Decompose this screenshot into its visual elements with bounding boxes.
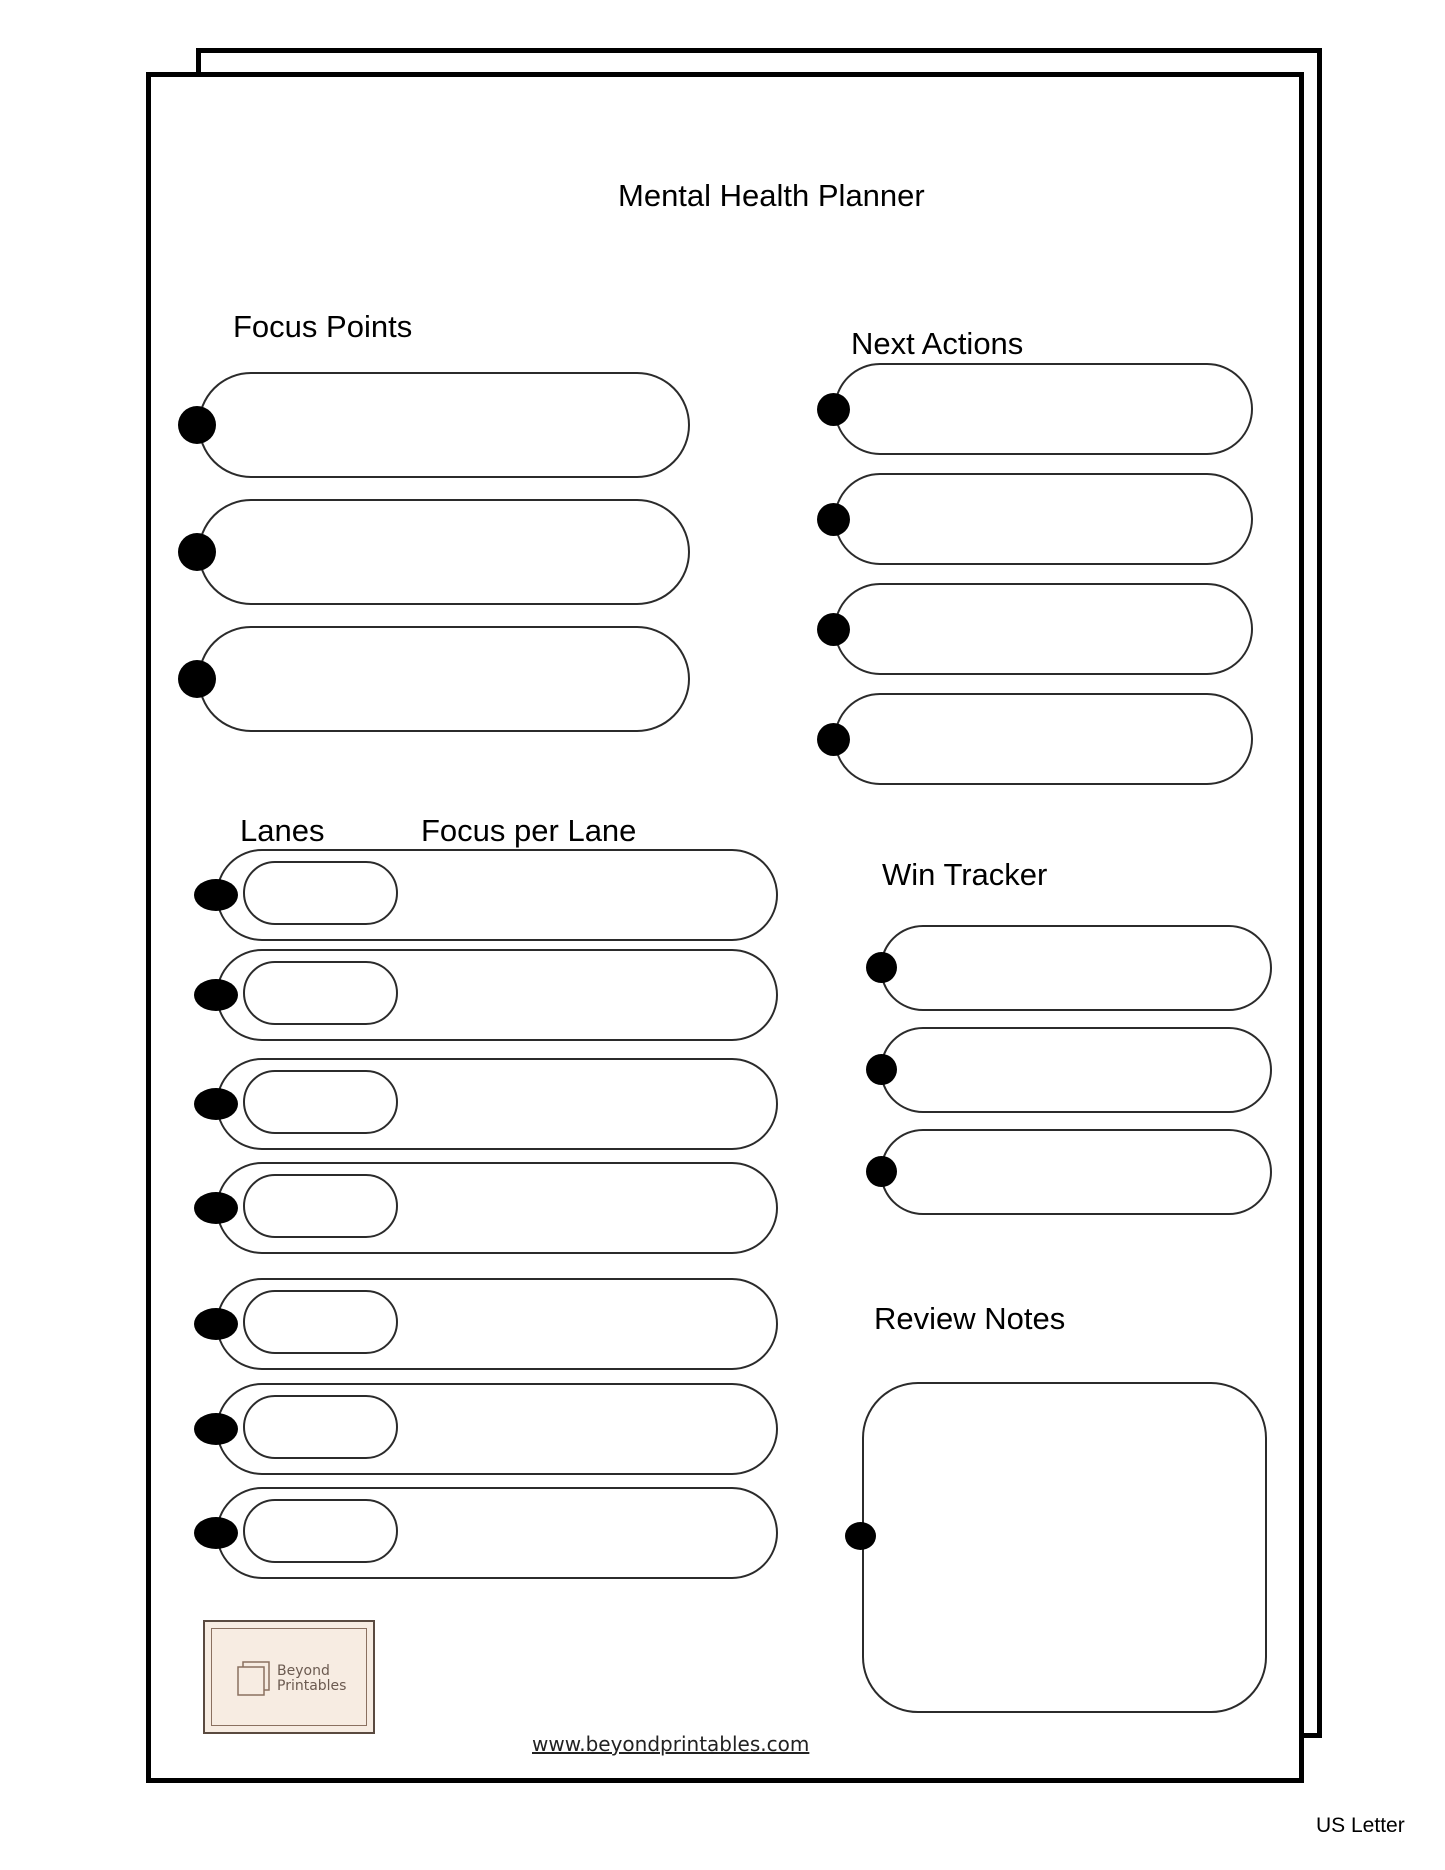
bullet-dot xyxy=(866,1156,897,1187)
next-action-field-4[interactable] xyxy=(834,693,1253,785)
bullet-dot xyxy=(178,660,216,698)
logo-wordmark: Beyond Printables xyxy=(277,1664,346,1694)
next-action-field-1[interactable] xyxy=(834,363,1253,455)
bullet-dot xyxy=(194,1192,238,1224)
lanes-heading: Lanes xyxy=(240,813,325,848)
bullet-dot xyxy=(194,879,238,911)
lane-name-field-1[interactable] xyxy=(243,861,398,925)
win-tracker-heading: Win Tracker xyxy=(882,857,1048,892)
bullet-dot xyxy=(194,1308,238,1340)
logo-border xyxy=(211,1628,367,1726)
focus-point-field-3[interactable] xyxy=(198,626,690,732)
logo-line-1: Beyond xyxy=(277,1663,330,1679)
bullet-dot xyxy=(845,1522,876,1550)
bullet-dot xyxy=(866,1054,897,1085)
logo-line-2: Printables xyxy=(277,1678,347,1694)
bullet-dot xyxy=(194,1088,238,1120)
focus-point-field-2[interactable] xyxy=(198,499,690,605)
pages-icon xyxy=(237,1661,270,1696)
lane-name-field-3[interactable] xyxy=(243,1070,398,1134)
review-notes-box[interactable] xyxy=(862,1382,1267,1713)
bullet-dot xyxy=(817,613,850,646)
lane-name-field-5[interactable] xyxy=(243,1290,398,1354)
bullet-dot xyxy=(194,1413,238,1445)
focus-points-heading: Focus Points xyxy=(233,309,413,344)
win-field-2[interactable] xyxy=(880,1027,1272,1113)
page-size-label: US Letter xyxy=(1316,1814,1405,1837)
brand-logo: Beyond Printables xyxy=(203,1620,375,1734)
focus-per-lane-heading: Focus per Lane xyxy=(421,813,637,848)
bullet-dot xyxy=(178,406,216,444)
page-title: Mental Health Planner xyxy=(618,178,925,213)
next-action-field-3[interactable] xyxy=(834,583,1253,675)
bullet-dot xyxy=(194,979,238,1011)
win-field-1[interactable] xyxy=(880,925,1272,1011)
bullet-dot xyxy=(817,723,850,756)
lane-name-field-4[interactable] xyxy=(243,1174,398,1238)
bullet-dot xyxy=(817,393,850,426)
focus-point-field-1[interactable] xyxy=(198,372,690,478)
website-link[interactable]: www.beyondprintables.com xyxy=(532,1732,810,1756)
review-notes-heading: Review Notes xyxy=(874,1301,1066,1336)
bullet-dot xyxy=(178,533,216,571)
lane-name-field-2[interactable] xyxy=(243,961,398,1025)
next-actions-heading: Next Actions xyxy=(851,326,1024,361)
lane-name-field-7[interactable] xyxy=(243,1499,398,1563)
next-action-field-2[interactable] xyxy=(834,473,1253,565)
bullet-dot xyxy=(817,503,850,536)
bullet-dot xyxy=(194,1517,238,1549)
lane-name-field-6[interactable] xyxy=(243,1395,398,1459)
bullet-dot xyxy=(866,952,897,983)
win-field-3[interactable] xyxy=(880,1129,1272,1215)
